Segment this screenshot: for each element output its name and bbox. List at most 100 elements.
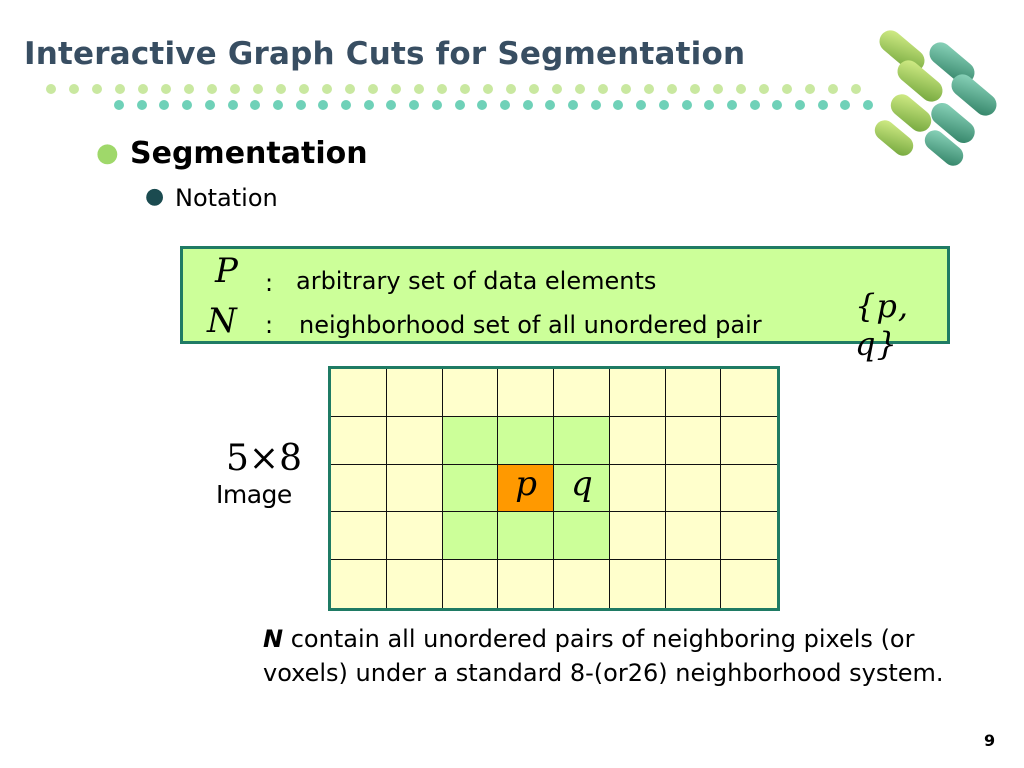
grid-cell-neighbor bbox=[554, 512, 610, 561]
decorative-dot bbox=[272, 100, 283, 110]
grid-cell bbox=[609, 560, 666, 608]
decorative-dot bbox=[318, 100, 329, 110]
grid-cell bbox=[665, 560, 722, 608]
decorative-dot-row-light bbox=[46, 84, 866, 96]
decorative-dot bbox=[391, 84, 401, 94]
decorative-dot bbox=[575, 84, 585, 94]
pixel-q-label: q bbox=[570, 464, 593, 505]
grid-cell bbox=[721, 369, 777, 417]
decorative-dot bbox=[161, 84, 171, 94]
decorative-dot bbox=[636, 100, 647, 110]
decorative-dot bbox=[552, 84, 562, 94]
decorative-dot bbox=[713, 84, 723, 94]
n-definition: neighborhood set of all unordered pair bbox=[299, 311, 762, 339]
decorative-dot bbox=[227, 100, 238, 110]
decorative-dot bbox=[322, 84, 332, 94]
grid-cell-neighbor bbox=[554, 416, 610, 465]
decorative-dot bbox=[138, 84, 148, 94]
decorative-dot bbox=[851, 84, 861, 94]
grid-cell bbox=[442, 560, 499, 608]
caption-n-symbol: N bbox=[263, 625, 284, 653]
decorative-dot bbox=[184, 84, 194, 94]
decorative-dot bbox=[736, 84, 746, 94]
grid-cell-neighbor bbox=[442, 416, 499, 465]
grid-cell bbox=[386, 512, 443, 561]
decorative-dot bbox=[115, 84, 125, 94]
page-number: 9 bbox=[984, 731, 996, 750]
decorative-dot bbox=[136, 100, 147, 110]
decorative-dot bbox=[795, 100, 805, 110]
pair-pq-symbol: {p, q} bbox=[855, 287, 910, 363]
decorative-dot bbox=[782, 84, 792, 94]
bullet-segmentation-text: Segmentation bbox=[130, 136, 368, 171]
grid-cell bbox=[386, 416, 443, 465]
decorative-dot bbox=[568, 100, 578, 110]
decorative-dot bbox=[613, 100, 624, 110]
grid-cell bbox=[665, 369, 722, 417]
decorative-dot bbox=[817, 100, 828, 110]
grid-cell bbox=[331, 464, 387, 513]
grid-cell bbox=[665, 464, 722, 513]
grid-cell bbox=[721, 464, 777, 513]
grid-cell bbox=[609, 464, 666, 513]
grid-cell bbox=[721, 512, 777, 561]
image-dimensions: 5×8 bbox=[226, 438, 302, 479]
grid-cell bbox=[442, 369, 499, 417]
grid-cell bbox=[554, 369, 610, 417]
bullet-dot-icon: ● bbox=[145, 184, 165, 209]
decorative-dot bbox=[598, 84, 608, 94]
slide-title: Interactive Graph Cuts for Segmentation bbox=[24, 36, 746, 72]
cylinder-logo-icon bbox=[874, 30, 997, 166]
decorative-dot bbox=[658, 100, 669, 110]
decorative-dot bbox=[250, 100, 261, 110]
decorative-dot bbox=[230, 84, 240, 94]
decorative-dot bbox=[667, 84, 677, 94]
notation-box: P : arbitrary set of data elements N : n… bbox=[180, 246, 950, 363]
grid-cell-neighbor bbox=[498, 512, 554, 561]
grid-cell-neighbor bbox=[554, 464, 610, 513]
decorative-dot bbox=[46, 84, 56, 94]
decorative-dot bbox=[114, 100, 124, 110]
grid-cell bbox=[609, 416, 666, 465]
decorative-dot bbox=[828, 84, 838, 94]
decorative-dot bbox=[477, 100, 488, 110]
decorative-dot bbox=[749, 100, 760, 110]
decorative-dot bbox=[182, 100, 193, 110]
grid-cell bbox=[554, 560, 610, 608]
decorative-dot bbox=[345, 84, 355, 94]
decorative-dot bbox=[454, 100, 465, 110]
decorative-dot bbox=[772, 100, 783, 110]
decorative-dot bbox=[704, 100, 715, 110]
grid-cell-neighbor bbox=[442, 512, 499, 561]
decorative-dot bbox=[159, 100, 170, 110]
grid-cell bbox=[665, 512, 722, 561]
decorative-dot bbox=[299, 84, 309, 94]
bullet-notation-text: Notation bbox=[175, 184, 278, 212]
grid-cell bbox=[498, 369, 554, 417]
caption-text: contain all unordered pairs of neighbori… bbox=[263, 625, 944, 687]
decorative-dot bbox=[253, 84, 263, 94]
caption: N contain all unordered pairs of neighbo… bbox=[263, 622, 963, 690]
decorative-dot bbox=[644, 84, 654, 94]
p-definition: arbitrary set of data elements bbox=[296, 267, 657, 295]
grid-cell bbox=[386, 560, 443, 608]
grid-cell bbox=[721, 560, 777, 608]
grid-cell bbox=[386, 369, 443, 417]
grid-cell bbox=[721, 416, 777, 465]
decorative-dot bbox=[386, 100, 397, 110]
decorative-dot bbox=[363, 100, 374, 110]
set-n-symbol: N bbox=[207, 301, 237, 341]
decorative-dot bbox=[545, 100, 556, 110]
decorative-dot bbox=[207, 84, 217, 94]
grid-cell bbox=[386, 464, 443, 513]
decorative-dot bbox=[681, 100, 692, 110]
p-colon: : bbox=[265, 269, 274, 297]
decorative-dot bbox=[529, 84, 539, 94]
grid-cell bbox=[331, 512, 387, 561]
decorative-dot bbox=[414, 84, 424, 94]
grid-cell bbox=[331, 416, 387, 465]
grid-cell-neighbor bbox=[498, 416, 554, 465]
decorative-dot bbox=[483, 84, 493, 94]
set-p-symbol: P bbox=[215, 251, 238, 291]
